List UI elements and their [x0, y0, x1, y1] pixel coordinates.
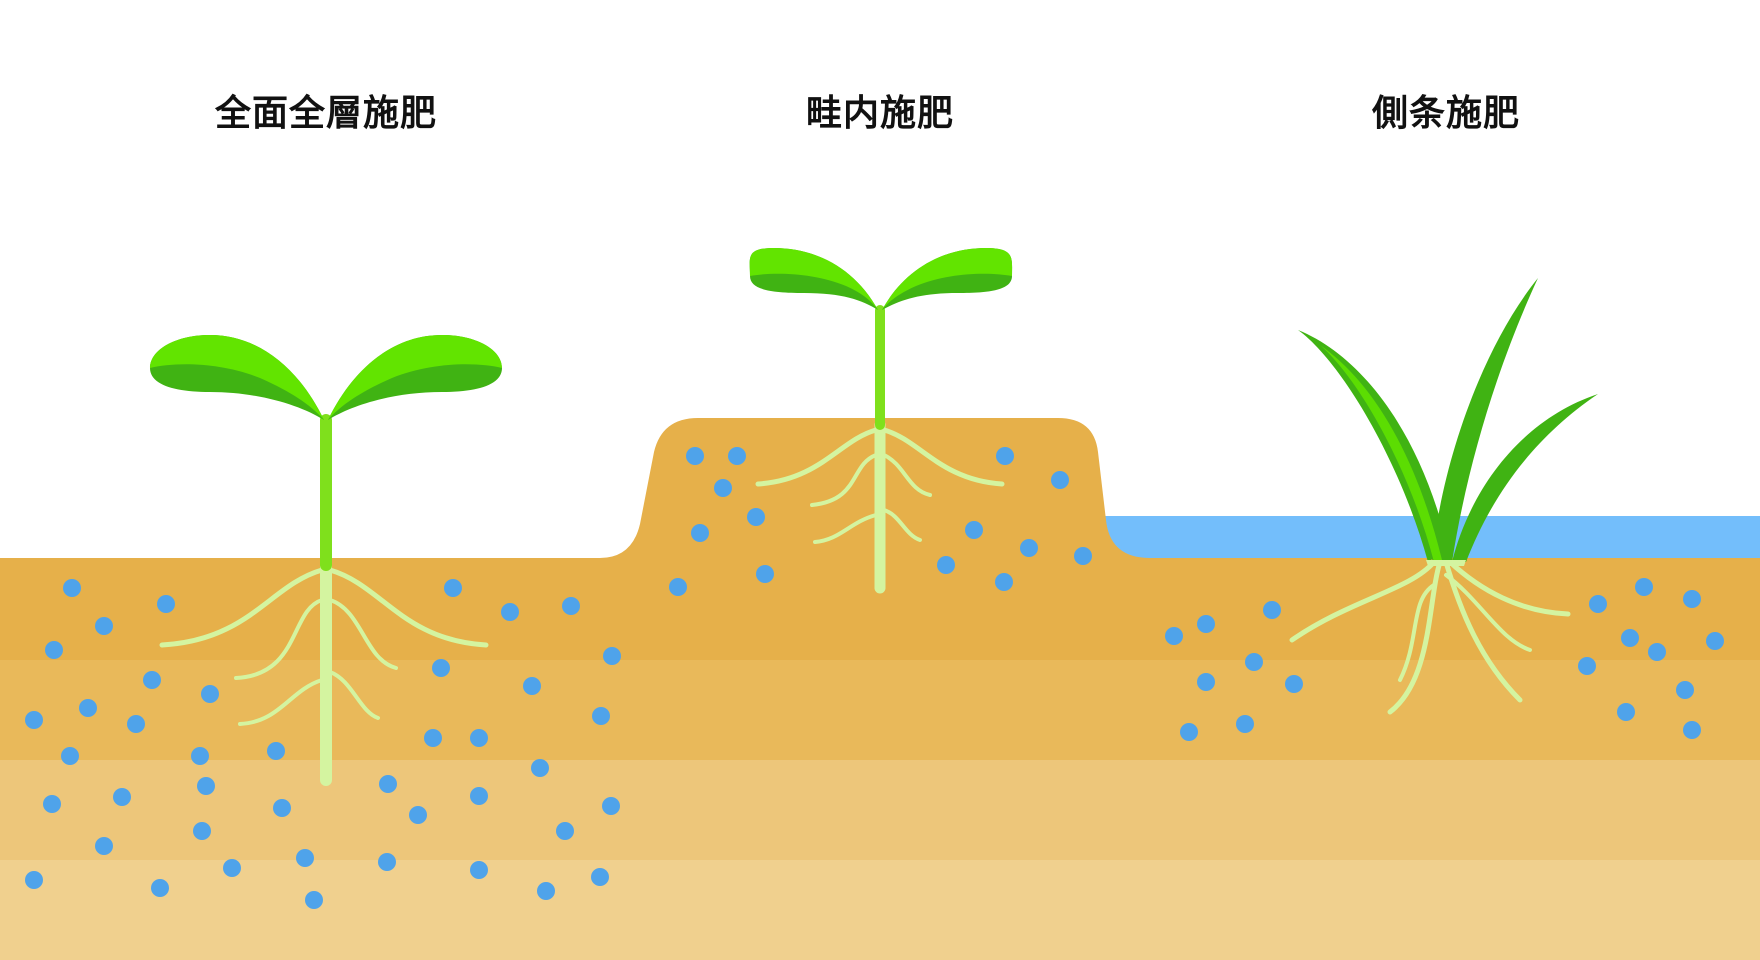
fertilizer-granule-icon — [691, 524, 709, 542]
fertilizer-granule-icon — [1617, 703, 1635, 721]
title-broadcast-fertilization: 全面全層施肥 — [214, 93, 437, 134]
fertilizer-granule-icon — [197, 777, 215, 795]
left-leaf — [150, 335, 324, 420]
fertilizer-granule-icon — [191, 747, 209, 765]
fertilizer-granule-icon — [1683, 721, 1701, 739]
fertilizer-granule-icon — [424, 729, 442, 747]
fertilizer-granule-icon — [409, 806, 427, 824]
right-leaf — [882, 248, 1013, 310]
right-leaf — [328, 335, 502, 420]
fertilizer-granule-icon — [79, 699, 97, 717]
fertilizer-granule-icon — [127, 715, 145, 733]
fertilizer-granule-icon — [201, 685, 219, 703]
root-system — [1289, 559, 1571, 715]
fertilizer-granule-icon — [556, 822, 574, 840]
fertilizer-granule-icon — [669, 578, 687, 596]
fertilizer-granule-icon — [63, 579, 81, 597]
fertilizer-granule-icon — [95, 617, 113, 635]
fertilizer-granule-icon — [432, 659, 450, 677]
fertilizer-granule-icon — [25, 871, 43, 889]
fertilizer-granule-icon — [728, 447, 746, 465]
fertilizer-granule-icon — [151, 879, 169, 897]
fertilizer-granule-icon — [501, 603, 519, 621]
fertilizer-granule-icon — [531, 759, 549, 777]
title-ridge-fertilization: 畦内施肥 — [805, 93, 954, 134]
fertilizer-granule-icon — [470, 729, 488, 747]
fertilizer-granule-icon — [965, 521, 983, 539]
fertilizer-granule-icon — [1648, 643, 1666, 661]
soil-band-2 — [0, 660, 1760, 760]
fertilizer-granule-icon — [1245, 653, 1263, 671]
soil-band-4 — [0, 860, 1760, 960]
fertilizer-granule-icon — [379, 775, 397, 793]
fertilizer-granule-icon — [305, 891, 323, 909]
root-system — [755, 419, 1005, 594]
fertilizer-granule-icon — [1236, 715, 1254, 733]
fertilizer-granule-icon — [1683, 590, 1701, 608]
fertilizer-granule-icon — [1051, 471, 1069, 489]
fertilizer-granule-icon — [223, 859, 241, 877]
soil-band-3 — [0, 760, 1760, 860]
fertilizer-granule-icon — [562, 597, 580, 615]
seedling-icon — [150, 335, 502, 786]
fertilizer-granule-icon — [45, 641, 63, 659]
fertilizer-granule-icon — [1197, 673, 1215, 691]
fertilizer-granule-icon — [714, 479, 732, 497]
fertilizer-granule-icon — [95, 837, 113, 855]
fertilizer-granule-icon — [995, 573, 1013, 591]
seedling-icon — [749, 248, 1013, 594]
fertilizer-granule-icon — [1635, 578, 1653, 596]
fertilizer-granule-icon — [143, 671, 161, 689]
fertilizer-granule-icon — [470, 787, 488, 805]
fertilizer-granule-icon — [157, 595, 175, 613]
fertilizer-granule-icon — [1165, 627, 1183, 645]
fertilizer-granule-icon — [470, 861, 488, 879]
fertilizer-granule-icon — [603, 647, 621, 665]
fertilizer-granule-icon — [193, 822, 211, 840]
fertilizer-granule-icon — [537, 882, 555, 900]
fertilizer-granule-icon — [1706, 632, 1724, 650]
fertilizer-granule-icon — [444, 579, 462, 597]
fertilizer-granule-icon — [378, 853, 396, 871]
fertilizer-granule-icon — [1180, 723, 1198, 741]
fertilizer-granule-icon — [602, 797, 620, 815]
fertilizer-granule-icon — [1074, 547, 1092, 565]
left-leaf — [749, 248, 878, 310]
fertilizer-granule-icon — [523, 677, 541, 695]
fertilizer-granule-icon — [1589, 595, 1607, 613]
fertilizer-granule-icon — [1578, 657, 1596, 675]
fertilizer-granule-icon — [996, 447, 1014, 465]
fertilizer-granule-icon — [1676, 681, 1694, 699]
title-side-fertilization: 側条施肥 — [1371, 93, 1520, 134]
fertilizer-granule-icon — [1285, 675, 1303, 693]
fertilizer-granule-icon — [1020, 539, 1038, 557]
fertilizer-granule-icon — [296, 849, 314, 867]
fertilizer-granule-icon — [61, 747, 79, 765]
fertilizer-granule-icon — [756, 565, 774, 583]
fertilizer-granule-icon — [937, 556, 955, 574]
fertilizer-granule-icon — [1621, 629, 1639, 647]
fertilizer-granule-icon — [747, 508, 765, 526]
fertilizer-granule-icon — [1197, 615, 1215, 633]
fertilizer-granule-icon — [43, 795, 61, 813]
fertilizer-granule-icon — [113, 788, 131, 806]
rice-seedling-icon — [1289, 278, 1598, 715]
rice-leaves — [1298, 278, 1598, 566]
fertilizer-granule-icon — [591, 868, 609, 886]
root-system — [159, 559, 489, 786]
fertilizer-granule-icon — [273, 799, 291, 817]
fertilizer-granule-icon — [267, 742, 285, 760]
fertilizer-granules — [25, 447, 1724, 909]
fertilizer-granule-icon — [25, 711, 43, 729]
fertilizer-granule-icon — [686, 447, 704, 465]
fertilizer-granule-icon — [592, 707, 610, 725]
fertilizer-granule-icon — [1263, 601, 1281, 619]
